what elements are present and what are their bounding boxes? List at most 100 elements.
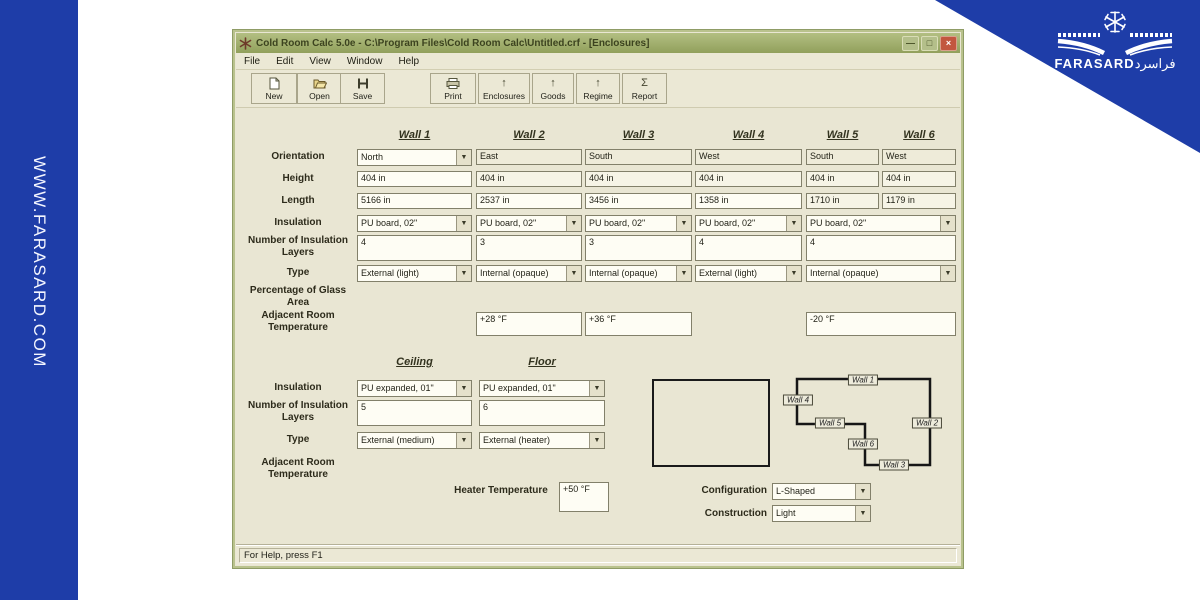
configuration-select[interactable]: L-Shaped▼ — [772, 483, 871, 500]
type-wall3-select[interactable]: Internal (opaque)▼ — [585, 265, 692, 282]
layers-wall56-field[interactable]: 4 — [806, 235, 956, 261]
type-floor-select[interactable]: External (heater)▼ — [479, 432, 605, 449]
save-button[interactable]: Save — [340, 73, 385, 104]
dropdown-arrow-icon[interactable]: ▼ — [786, 266, 801, 281]
orientation-wall2-field[interactable]: East — [476, 149, 582, 165]
banner-url-text: WWW.FARASARD.COM — [30, 156, 49, 368]
close-button[interactable]: × — [940, 35, 957, 51]
orientation-wall6-field[interactable]: West — [882, 149, 956, 165]
type-ceiling-select[interactable]: External (medium)▼ — [357, 432, 472, 449]
goods-button[interactable]: ↑ Goods — [532, 73, 574, 104]
height-wall6-field[interactable]: 404 in — [882, 171, 956, 187]
title-bar: Cold Room Calc 5.0e - C:\Program Files\C… — [236, 33, 960, 53]
dropdown-arrow-icon[interactable]: ▼ — [855, 506, 870, 521]
length-wall2-field[interactable]: 2537 in — [476, 193, 582, 209]
new-button[interactable]: New — [251, 73, 297, 104]
dropdown-arrow-icon[interactable]: ▼ — [940, 266, 955, 281]
status-message: For Help, press F1 — [239, 548, 957, 563]
dropdown-arrow-icon[interactable]: ▼ — [566, 216, 581, 231]
insulation-wall56-select[interactable]: PU board, 02"▼ — [806, 215, 956, 232]
open-folder-icon — [313, 79, 327, 88]
enclosures-button[interactable]: ↑ Enclosures — [478, 73, 530, 104]
orientation-wall4-field[interactable]: West — [695, 149, 802, 165]
layers-wall2-field[interactable]: 3 — [476, 235, 582, 261]
height-wall4-field[interactable]: 404 in — [695, 171, 802, 187]
maximize-button[interactable]: □ — [921, 35, 938, 51]
adjacent-temp-wall2-field[interactable]: +28 °F — [476, 312, 582, 336]
orientation-wall5-field[interactable]: South — [806, 149, 879, 165]
layers-floor-field[interactable]: 6 — [479, 400, 605, 426]
print-button[interactable]: Print — [430, 73, 476, 104]
type-wall2-select[interactable]: Internal (opaque)▼ — [476, 265, 582, 282]
diagram-wall5-label: Wall 5 — [814, 417, 846, 429]
regime-button[interactable]: ↑ Regime — [576, 73, 620, 104]
dropdown-arrow-icon[interactable]: ▼ — [676, 266, 691, 281]
floor-header: Floor — [528, 356, 556, 368]
insulation-floor-select[interactable]: PU expanded, 01"▼ — [479, 380, 605, 397]
diagram-wall6-label: Wall 6 — [847, 438, 879, 450]
dropdown-arrow-icon[interactable]: ▼ — [456, 381, 471, 396]
left-banner: WWW.FARASARD.COM — [0, 0, 78, 600]
length-wall1-field[interactable]: 5166 in — [357, 193, 472, 209]
insulation-wall4-select[interactable]: PU board, 02"▼ — [695, 215, 802, 232]
farasard-logo: FARASARDفراسرد — [1040, 8, 1190, 72]
dropdown-arrow-icon[interactable]: ▼ — [456, 266, 471, 281]
insulation-wall2-select[interactable]: PU board, 02"▼ — [476, 215, 582, 232]
type-wall1-select[interactable]: External (light)▼ — [357, 265, 472, 282]
orientation-wall3-field[interactable]: South — [585, 149, 692, 165]
length-label: Length — [281, 195, 315, 206]
menu-help[interactable]: Help — [398, 55, 420, 67]
type-wall4-select[interactable]: External (light)▼ — [695, 265, 802, 282]
report-button[interactable]: Σ Report — [622, 73, 667, 104]
height-wall1-field[interactable]: 404 in — [357, 171, 472, 187]
orientation-label: Orientation — [271, 151, 325, 162]
dropdown-arrow-icon[interactable]: ▼ — [456, 433, 471, 448]
minimize-button[interactable]: — — [902, 35, 919, 51]
dropdown-arrow-icon[interactable]: ▼ — [589, 433, 604, 448]
open-button[interactable]: Open — [297, 73, 342, 104]
adjacent-temp-wall3-field[interactable]: +36 °F — [585, 312, 692, 336]
orientation-wall1-select[interactable]: North ▼ — [357, 149, 472, 166]
length-wall4-field[interactable]: 1358 in — [695, 193, 802, 209]
type-wall56-select[interactable]: Internal (opaque)▼ — [806, 265, 956, 282]
dropdown-arrow-icon[interactable]: ▼ — [855, 484, 870, 499]
diagram-wall4-label: Wall 4 — [782, 394, 814, 406]
wall6-header: Wall 6 — [903, 129, 935, 141]
dropdown-arrow-icon[interactable]: ▼ — [589, 381, 604, 396]
ceiling-header: Ceiling — [396, 356, 433, 368]
layers-wall4-field[interactable]: 4 — [695, 235, 802, 261]
up-arrow-icon: ↑ — [501, 77, 507, 89]
insulation-ceiling-select[interactable]: PU expanded, 01"▼ — [357, 380, 472, 397]
layers-ceiling-field[interactable]: 5 — [357, 400, 472, 426]
snowflake-gears-icon — [1057, 11, 1173, 56]
adjacent-temp-wall56-field[interactable]: -20 °F — [806, 312, 956, 336]
length-wall3-field[interactable]: 3456 in — [585, 193, 692, 209]
menu-edit[interactable]: Edit — [276, 55, 294, 67]
heater-temp-field[interactable]: +50 °F — [559, 482, 609, 512]
menu-window[interactable]: Window — [346, 55, 383, 67]
insulation-wall3-select[interactable]: PU board, 02"▼ — [585, 215, 692, 232]
dropdown-arrow-icon[interactable]: ▼ — [940, 216, 955, 231]
height-wall5-field[interactable]: 404 in — [806, 171, 879, 187]
layers-wall3-field[interactable]: 3 — [585, 235, 692, 261]
menu-file[interactable]: File — [244, 55, 261, 67]
dropdown-arrow-icon[interactable]: ▼ — [786, 216, 801, 231]
construction-select[interactable]: Light▼ — [772, 505, 871, 522]
height-wall3-field[interactable]: 404 in — [585, 171, 692, 187]
length-wall6-field[interactable]: 1179 in — [882, 193, 956, 209]
dropdown-arrow-icon[interactable]: ▼ — [676, 216, 691, 231]
dropdown-arrow-icon[interactable]: ▼ — [456, 150, 471, 165]
layers-label: Number of Insulation Layers — [248, 235, 348, 258]
menu-view[interactable]: View — [309, 55, 331, 67]
glass-area-label: Percentage of Glass Area — [249, 285, 347, 308]
l-shaped-room-diagram — [795, 377, 932, 467]
wall1-header: Wall 1 — [398, 129, 431, 141]
status-bar: For Help, press F1 — [236, 545, 960, 565]
height-wall2-field[interactable]: 404 in — [476, 171, 582, 187]
layers-wall1-field[interactable]: 4 — [357, 235, 472, 261]
insulation-wall1-select[interactable]: PU board, 02"▼ — [357, 215, 472, 232]
length-wall5-field[interactable]: 1710 in — [806, 193, 879, 209]
dropdown-arrow-icon[interactable]: ▼ — [566, 266, 581, 281]
dropdown-arrow-icon[interactable]: ▼ — [456, 216, 471, 231]
